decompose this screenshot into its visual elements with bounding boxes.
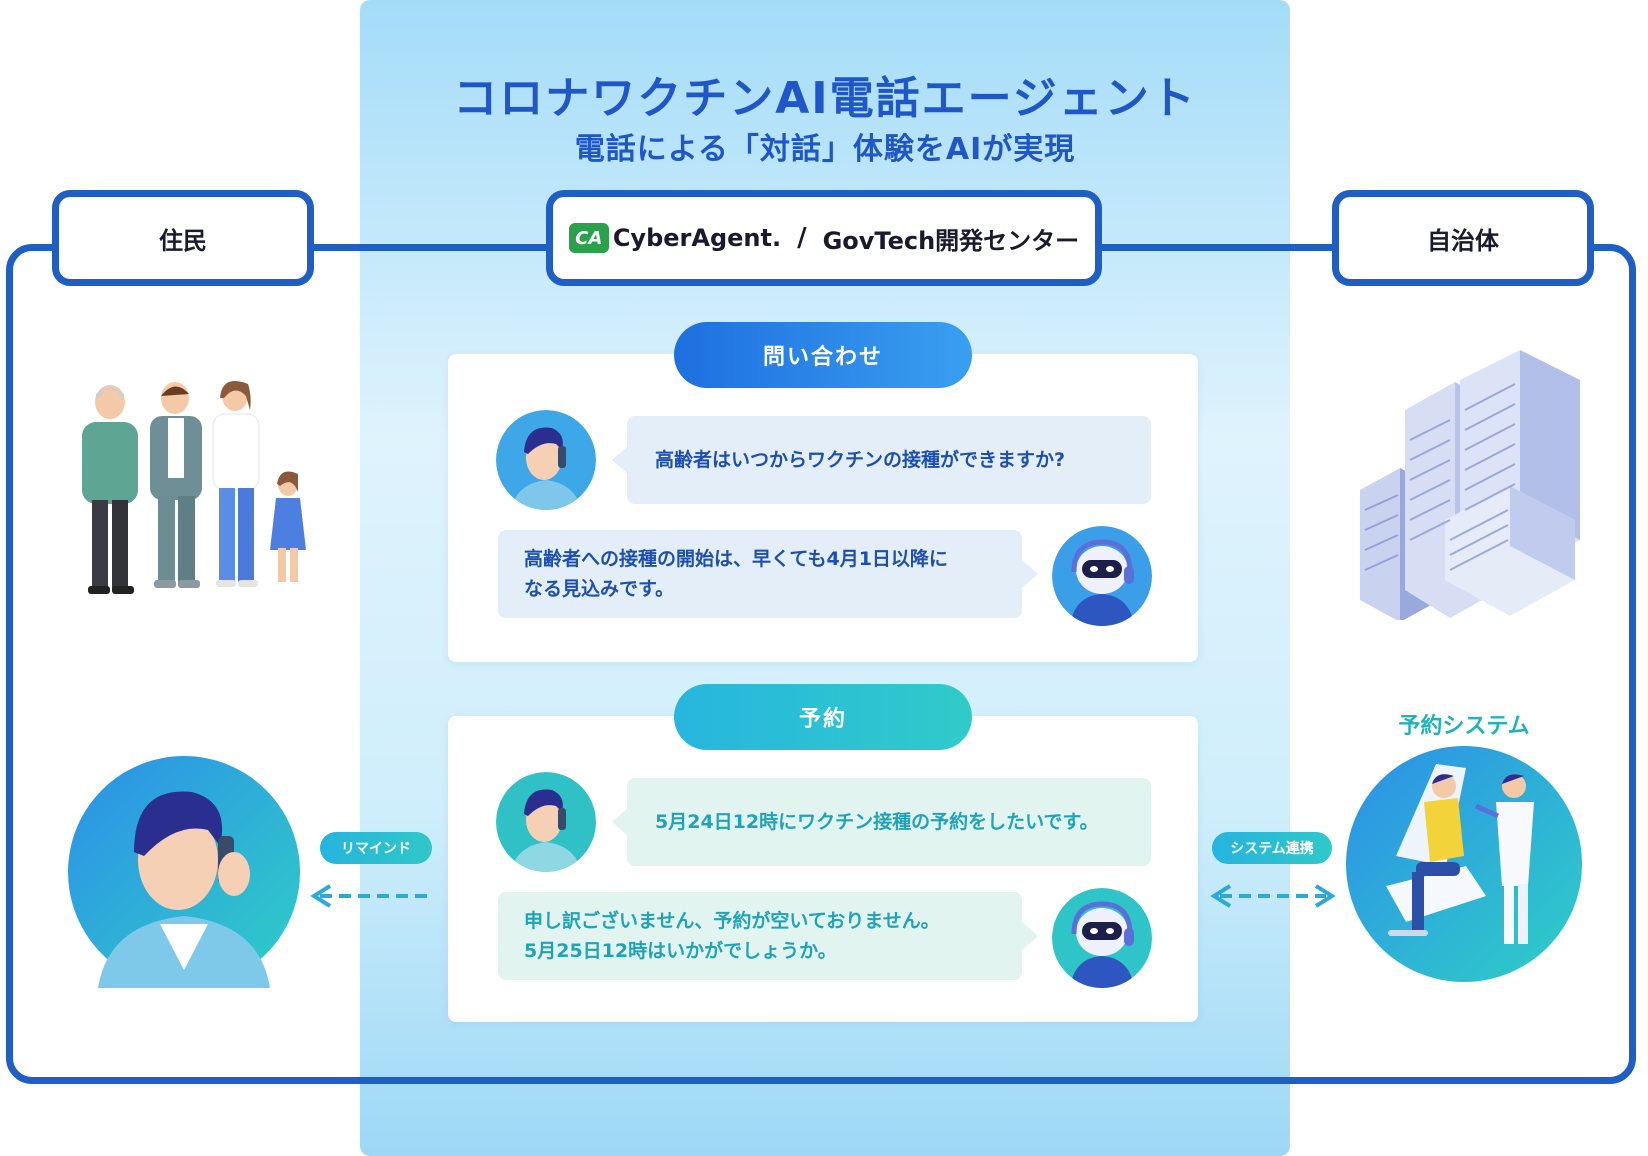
reservation-system-label: 予約システム bbox=[1398, 714, 1530, 739]
reservation-question-tail bbox=[612, 808, 628, 836]
city-buildings-icon bbox=[1360, 350, 1580, 620]
system-link-pill: システム連携 bbox=[1212, 832, 1332, 864]
municipality-label: 自治体 bbox=[1427, 226, 1499, 255]
remind-label: リマインド bbox=[341, 841, 411, 857]
sub-title: 電話による「対話」体験をAIが実現 bbox=[574, 132, 1076, 167]
reservation-answer-line2: 5月25日12時はいかがでしょうか。 bbox=[524, 940, 837, 962]
system-link-label: システム連携 bbox=[1230, 841, 1314, 857]
resident-avatar-icon bbox=[496, 410, 596, 510]
inquiry-answer-bubble: 高齢者への接種の開始は、早くても4月1日以降に なる見込みです。 bbox=[498, 530, 1022, 618]
reservation-pill: 予約 bbox=[674, 684, 972, 750]
inquiry-question-tail bbox=[612, 446, 628, 474]
inquiry-question-text: 高齢者はいつからワクチンの接種ができますか? bbox=[655, 449, 1066, 471]
inquiry-label: 問い合わせ bbox=[762, 345, 883, 370]
main-title: コロナワクチンAI電話エージェント bbox=[453, 73, 1197, 124]
reservation-question-text: 5月24日12時にワクチン接種の予約をしたいです。 bbox=[655, 811, 1099, 833]
remind-arrow-icon bbox=[310, 884, 434, 908]
inquiry-pill: 問い合わせ bbox=[674, 322, 972, 388]
reservation-answer-line1: 申し訳ございません、予約が空いておりません。 bbox=[524, 910, 940, 932]
municipality-header: 自治体 bbox=[1332, 190, 1594, 286]
provider-divider: / bbox=[797, 223, 807, 253]
resident-on-phone-icon bbox=[68, 756, 300, 988]
residents-label: 住民 bbox=[159, 226, 207, 255]
provider-header: CA CyberAgent. / GovTech開発センター bbox=[546, 190, 1102, 286]
remind-pill: リマインド bbox=[320, 832, 432, 864]
cyberagent-mark-icon: CA bbox=[568, 223, 609, 253]
inquiry-answer-line1: 高齢者への接種の開始は、早くても4月1日以降に bbox=[524, 548, 948, 570]
cyberagent-wordmark: CyberAgent. bbox=[612, 224, 782, 252]
ai-agent-avatar-icon bbox=[1052, 526, 1152, 626]
reservation-answer-tail bbox=[1022, 922, 1038, 950]
reservation-label: 予約 bbox=[798, 707, 847, 732]
reservation-answer-bubble: 申し訳ございません、予約が空いておりません。 5月25日12時はいかがでしょうか… bbox=[498, 892, 1022, 980]
system-link-arrow-icon bbox=[1210, 884, 1336, 908]
family-illustration-icon bbox=[82, 381, 306, 594]
reservation-question-bubble: 5月24日12時にワクチン接種の予約をしたいです。 bbox=[627, 778, 1151, 866]
inquiry-answer-tail bbox=[1022, 560, 1038, 588]
inquiry-answer-line2: なる見込みです。 bbox=[524, 578, 675, 600]
vaccination-scene-icon bbox=[1346, 746, 1582, 982]
cyberagent-logo: CA CyberAgent. bbox=[568, 223, 782, 253]
residents-header: 住民 bbox=[52, 190, 314, 286]
inquiry-question-bubble: 高齢者はいつからワクチンの接種ができますか? bbox=[627, 416, 1151, 504]
provider-center-label: GovTech開発センター bbox=[822, 226, 1080, 255]
resident-avatar-icon bbox=[496, 772, 596, 872]
ai-agent-avatar-icon bbox=[1052, 888, 1152, 988]
